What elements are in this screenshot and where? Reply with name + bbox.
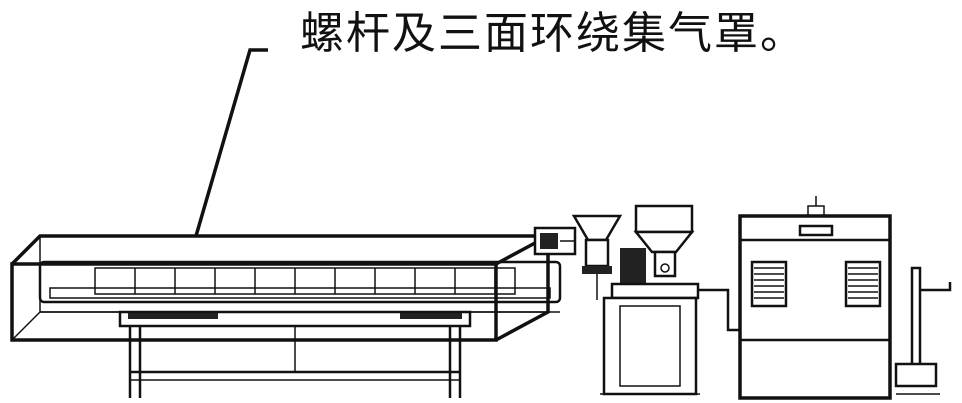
gearbox: [533, 226, 577, 256]
feed-hopper-1: [571, 214, 623, 300]
support-frame: [118, 310, 472, 398]
feed-hopper-2: [633, 204, 695, 278]
diagram-caption: 螺杆及三面环绕集气罩。: [300, 8, 806, 59]
leader-line: [194, 48, 268, 237]
takeoff-cart: [894, 266, 952, 395]
control-cabinet: [738, 196, 892, 400]
feeder-machine: [600, 248, 742, 396]
screw-barrel: [38, 260, 562, 313]
